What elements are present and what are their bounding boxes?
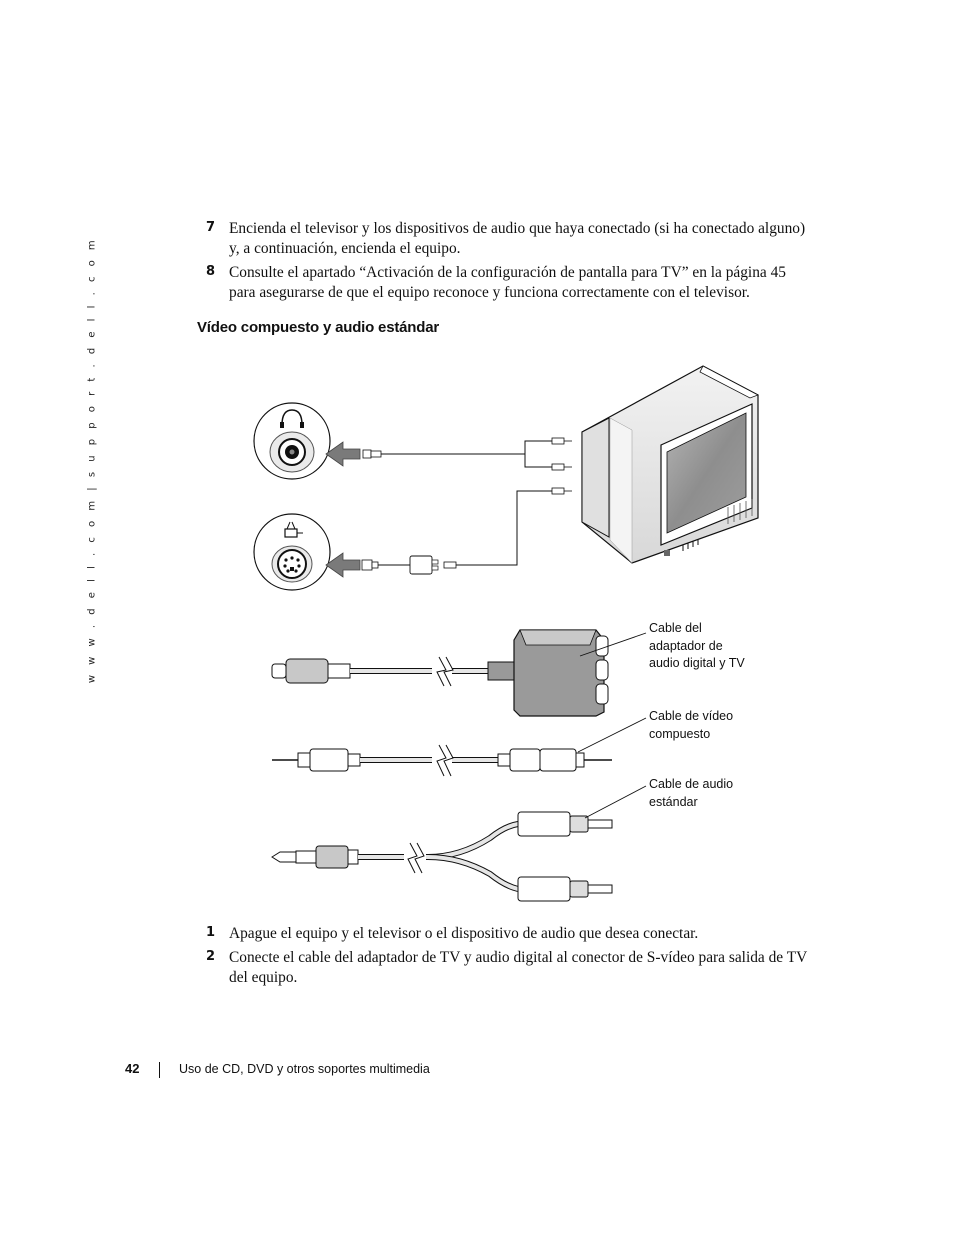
audio-port-panel	[253, 402, 331, 480]
headphone-icon	[281, 409, 303, 426]
step-text: Apague el equipo y el televisor o el dis…	[229, 925, 699, 942]
svideo-plug-small	[361, 555, 457, 575]
step-number: 1	[206, 925, 216, 940]
audio-cable-illustration	[271, 785, 647, 902]
adapter-cable-illustration	[271, 629, 647, 717]
audio-plug-small	[362, 449, 382, 459]
svideo-port-panel	[253, 513, 331, 591]
chapter-title: Uso de CD, DVD y otros soportes multimed…	[179, 1062, 430, 1076]
step-text: Encienda el televisor y los dispositivos…	[229, 220, 806, 257]
connection-wires	[381, 440, 552, 566]
section-heading: Vídeo compuesto y audio estándar	[197, 319, 439, 336]
step-text: Consulte el apartado “Activación de la c…	[229, 264, 786, 301]
arrow-audio	[325, 441, 361, 467]
step-number: 7	[206, 220, 216, 235]
callout-audio-cable: Cable de audio estándar	[649, 777, 734, 809]
footer-divider	[159, 1062, 160, 1078]
callout-composite-video-cable: Cable de vídeo compuesto	[649, 709, 734, 741]
step-number: 8	[206, 264, 216, 279]
page-number: 42	[125, 1061, 140, 1076]
television-illustration	[581, 365, 759, 564]
step-text: Conecte el cable del adaptador de TV y a…	[229, 949, 807, 986]
tv-end-plugs	[551, 437, 572, 495]
arrow-svideo	[325, 552, 361, 578]
callout-adapter-cable: Cable del adaptador de audio digital y T…	[649, 621, 745, 670]
composite-video-cable-illustration	[272, 717, 647, 777]
step-number: 2	[206, 949, 216, 964]
